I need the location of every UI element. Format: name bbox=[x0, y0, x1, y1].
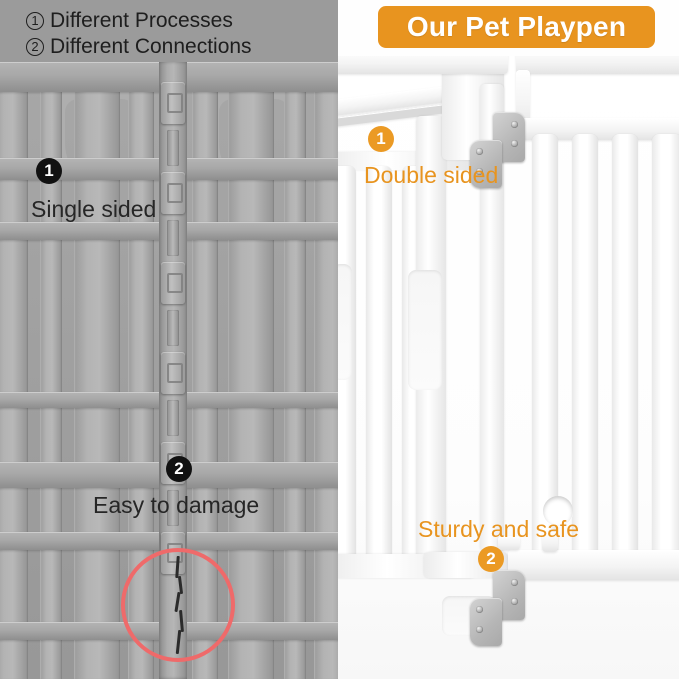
list-label-2: Different Connections bbox=[50, 35, 252, 58]
hinge-knuckle bbox=[161, 262, 185, 304]
top-list: 1 Different Processes 2 Different Connecti… bbox=[26, 8, 252, 60]
white-right-bottom-rail bbox=[508, 550, 679, 580]
hinge-screw bbox=[476, 606, 483, 613]
list-number-1: 1 bbox=[26, 12, 44, 30]
top-list-item-2: 2 Different Connections bbox=[26, 34, 252, 60]
gray-bar bbox=[314, 62, 338, 679]
white-bar bbox=[652, 134, 679, 564]
hinge-pin bbox=[167, 310, 179, 346]
caption-easy-to-damage: Easy to damage bbox=[93, 492, 260, 518]
white-left-inset bbox=[408, 270, 442, 390]
gray-bar bbox=[284, 62, 306, 679]
hinge-pin bbox=[167, 400, 179, 436]
our-playpen-photo bbox=[338, 56, 679, 679]
competitor-playpen-photo bbox=[0, 62, 338, 679]
white-right-mid-rail bbox=[516, 118, 679, 140]
hinge-pin bbox=[167, 130, 179, 166]
hinge-knuckle bbox=[161, 82, 185, 124]
hinge-screw bbox=[476, 626, 483, 633]
marker-right-1: 1 bbox=[368, 126, 394, 152]
list-number-2: 2 bbox=[26, 38, 44, 56]
crack-highlight-circle bbox=[121, 548, 235, 662]
hinge-screw bbox=[511, 121, 518, 128]
gray-bar bbox=[74, 62, 120, 679]
white-bar bbox=[572, 134, 598, 564]
caption-sturdy-and-safe: Sturdy and safe bbox=[418, 516, 580, 542]
white-mid-top-rail bbox=[338, 56, 508, 74]
white-left-inset-2 bbox=[338, 264, 352, 380]
hinge-screw bbox=[476, 168, 483, 175]
caption-single-sided: Single sided bbox=[31, 196, 157, 222]
marker-left-2: 2 bbox=[166, 456, 192, 482]
white-right-top-rail bbox=[516, 56, 679, 74]
white-bar bbox=[366, 166, 392, 566]
list-label-1: Different Processes bbox=[50, 9, 233, 32]
hinge-plate-upper-left bbox=[470, 140, 502, 188]
white-bar bbox=[612, 134, 638, 564]
white-notch bbox=[498, 536, 520, 550]
hinge-pin bbox=[167, 220, 179, 256]
hinge-knuckle bbox=[161, 352, 185, 394]
hinge-pin bbox=[167, 490, 179, 526]
hinge-screw bbox=[511, 598, 518, 605]
left-comparison-half: 1 Different Processes 2 Different Connecti… bbox=[0, 0, 338, 679]
top-list-item-1: 1 Different Processes bbox=[26, 8, 252, 34]
hinge-screw bbox=[511, 140, 518, 147]
right-comparison-half: 1 Double sided Sturdy and safe 2 bbox=[338, 0, 679, 679]
hinge-screw bbox=[476, 148, 483, 155]
white-latch-hole bbox=[543, 496, 573, 526]
marker-left-1: 1 bbox=[36, 158, 62, 184]
caption-double-sided: Double sided bbox=[364, 162, 499, 188]
gray-bar bbox=[40, 62, 62, 679]
white-notch-2 bbox=[542, 532, 558, 552]
hinge-screw bbox=[511, 579, 518, 586]
white-bar bbox=[532, 134, 558, 564]
product-title-badge: Our Pet Playpen bbox=[378, 6, 655, 48]
marker-right-2: 2 bbox=[478, 546, 504, 572]
hinge-knuckle bbox=[161, 172, 185, 214]
gray-bar bbox=[228, 62, 274, 679]
hinge-plate-lower-left bbox=[470, 598, 502, 646]
gray-bar bbox=[0, 62, 28, 679]
